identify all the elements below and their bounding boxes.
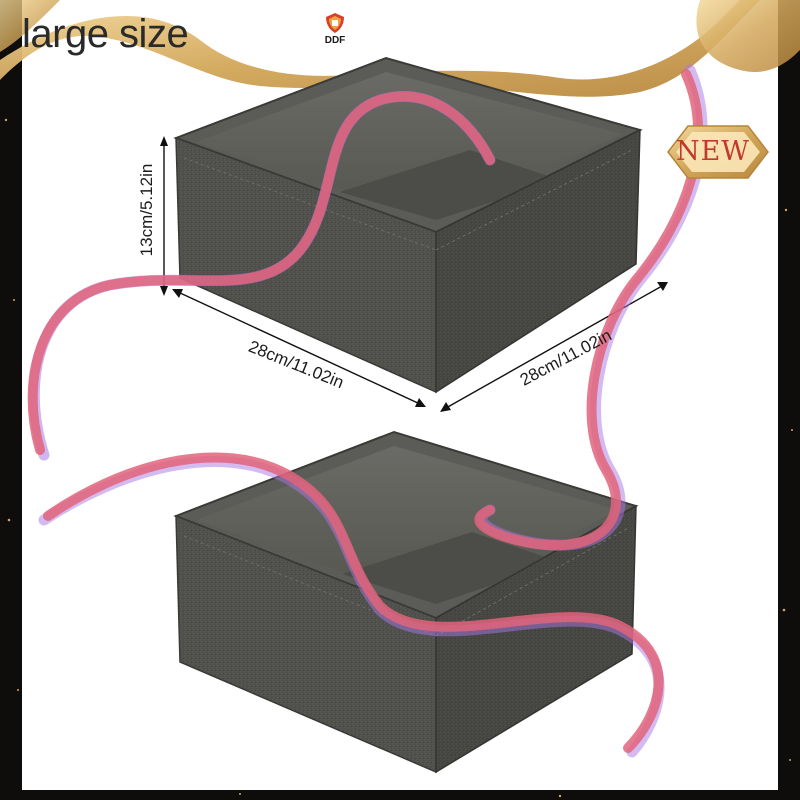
brand-logo: DDF: [310, 12, 360, 46]
new-badge-icon: [667, 125, 769, 179]
height-dimension-label: 13cm/5.12in: [137, 163, 156, 257]
new-badge: NEW: [658, 122, 768, 182]
storage-box-top: [173, 56, 643, 394]
shield-crest-icon: [326, 13, 344, 33]
brand-name: DDF: [324, 35, 346, 46]
headline-text: large size: [22, 12, 189, 56]
pink-ribbon-decoration: [27, 64, 708, 758]
new-badge-label: NEW: [675, 136, 751, 167]
